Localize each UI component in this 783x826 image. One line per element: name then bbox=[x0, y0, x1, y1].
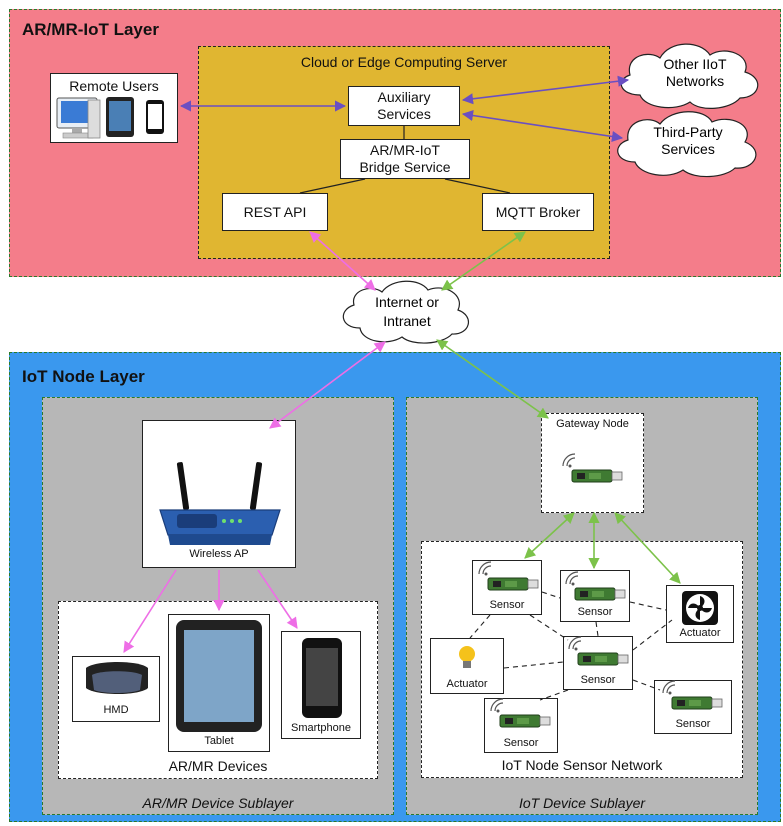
sensor-board-icon bbox=[478, 561, 539, 591]
router-icon bbox=[159, 462, 281, 545]
hmd-label: HMD bbox=[103, 703, 129, 716]
cloud-other-iiot-line2: Networks bbox=[666, 73, 724, 89]
arrow-mqtt-internet bbox=[441, 231, 526, 291]
ar-mr-devices-title: AR/MR Devices bbox=[168, 758, 268, 774]
ar-mr-iot-layer-title: AR/MR-IoT Layer bbox=[22, 20, 159, 39]
sensor-board-icon bbox=[568, 636, 629, 666]
node-actuator-bulb-label: Actuator bbox=[446, 677, 488, 690]
sensor-board-icon bbox=[490, 698, 551, 728]
arrow-internet-gateway bbox=[436, 339, 549, 419]
smartphone-device-icon bbox=[302, 638, 342, 718]
desktop-computer-icon bbox=[56, 97, 101, 139]
node-sensor-3-label: Sensor bbox=[580, 673, 616, 686]
auxiliary-services-box: Auxiliary Services bbox=[348, 86, 460, 126]
tablet-device-icon bbox=[176, 620, 262, 732]
cloud-third-party-line1: Third-Party bbox=[653, 124, 722, 140]
arrow-gateway-actuator bbox=[614, 512, 681, 584]
remote-users-label: Remote Users bbox=[69, 78, 159, 94]
hmd-headset-icon bbox=[86, 662, 148, 694]
arrow-aux-iiot bbox=[461, 75, 630, 105]
node-sensor-2-label: Sensor bbox=[577, 605, 613, 618]
bridge-service-box: AR/MR-IoT Bridge Service bbox=[340, 139, 470, 179]
arrow-internet-ap bbox=[269, 341, 386, 429]
cloud-other-iiot-line1: Other IIoT bbox=[663, 56, 726, 72]
mqtt-broker-box: MQTT Broker bbox=[482, 193, 594, 231]
tablet-label: Tablet bbox=[204, 734, 234, 747]
server-title: Cloud or Edge Computing Server bbox=[300, 54, 508, 70]
rest-api-box: REST API bbox=[222, 193, 328, 231]
fan-icon bbox=[682, 591, 718, 625]
bridge-rest-link bbox=[299, 178, 366, 194]
iot-node-layer-title: IoT Node Layer bbox=[22, 367, 145, 386]
cloud-third-party bbox=[617, 111, 757, 178]
remote-tablet-icon bbox=[106, 97, 134, 137]
sensor-board-icon bbox=[662, 680, 723, 710]
arrow-ap-smartphone bbox=[257, 569, 298, 629]
cloud-internet-line1: Internet or bbox=[375, 294, 439, 310]
sensor-mesh-links bbox=[469, 591, 673, 701]
iot-sensor-network-title: IoT Node Sensor Network bbox=[501, 757, 663, 773]
ar-mr-sublayer-title: AR/MR Device Sublayer bbox=[142, 795, 294, 811]
node-sensor-1-label: Sensor bbox=[489, 598, 525, 611]
arrow-rest-internet bbox=[309, 231, 376, 291]
node-sensor-5-label: Sensor bbox=[503, 736, 539, 749]
gateway-board-icon bbox=[562, 453, 623, 483]
arrow-aux-thirdparty bbox=[461, 109, 624, 143]
remote-phone-icon bbox=[146, 100, 164, 134]
lightbulb-icon bbox=[459, 646, 475, 668]
iot-sublayer-title: IoT Device Sublayer bbox=[518, 795, 646, 811]
node-sensor-4-label: Sensor bbox=[675, 717, 711, 730]
gateway-node-label: Gateway Node bbox=[556, 418, 629, 430]
node-actuator-fan-label: Actuator bbox=[679, 626, 721, 639]
wireless-ap-label: Wireless AP bbox=[189, 547, 249, 560]
cloud-other-iiot bbox=[620, 43, 759, 109]
cloud-third-party-line2: Services bbox=[661, 141, 715, 157]
smartphone-label: Smartphone bbox=[291, 721, 351, 734]
cloud-internet-line2: Intranet bbox=[383, 313, 431, 329]
arrow-gateway-sensor1 bbox=[524, 512, 575, 559]
cloud-internet bbox=[342, 280, 469, 344]
bridge-mqtt-link bbox=[444, 178, 511, 194]
arrow-ap-hmd bbox=[123, 569, 177, 653]
gateway-node-box: Gateway Node bbox=[541, 413, 644, 513]
sensor-board-icon bbox=[565, 571, 626, 601]
